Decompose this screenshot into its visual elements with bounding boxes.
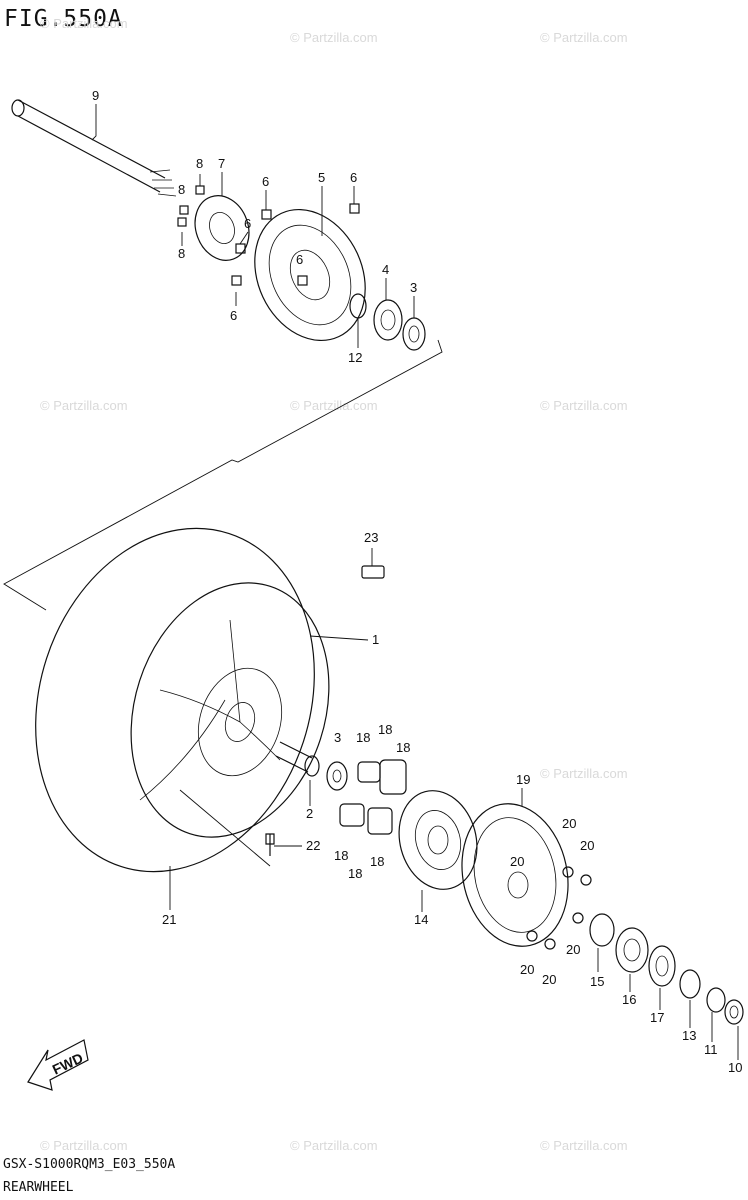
watermarks: © Partzilla.com © Partzilla.com © Partzi… (40, 16, 628, 1153)
rear-wheel-assembly (35, 527, 330, 873)
fwd-arrow-icon: FWD (27, 1039, 89, 1091)
callout-label: 18 (396, 740, 410, 755)
watermark: © Partzilla.com (40, 16, 128, 31)
brake-disc (254, 208, 366, 342)
callout-label: 12 (348, 350, 362, 365)
callout-label: 20 (510, 854, 524, 869)
callout-label: 9 (92, 88, 99, 103)
watermark: © Partzilla.com (290, 1138, 378, 1153)
callout-label: 18 (334, 848, 348, 863)
watermark: © Partzilla.com (40, 1138, 128, 1153)
model-code: GSX-S1000RQM3_E03_550A (3, 1157, 176, 1172)
callout-label: 3 (410, 280, 417, 295)
valve-and-weight (179, 565, 385, 867)
watermark: © Partzilla.com (540, 398, 628, 413)
callout-label: 8 (196, 156, 203, 171)
callout-label: 3 (334, 730, 341, 745)
rear-sprocket (461, 803, 569, 947)
callout-label: 15 (590, 974, 604, 989)
figure-title: FIG.550A (4, 6, 123, 32)
callout-label: 18 (348, 866, 362, 881)
callout-label: 17 (650, 1010, 664, 1025)
cush-dampers (339, 759, 407, 835)
callout-label: 7 (218, 156, 225, 171)
callout-label: 16 (622, 992, 636, 1007)
callout-label: 21 (162, 912, 176, 927)
callout-label: 11 (704, 1042, 718, 1057)
callout-label: 20 (520, 962, 534, 977)
callout-label: 4 (382, 262, 389, 277)
callout-label: 13 (682, 1028, 696, 1043)
callout-label: 6 (296, 252, 303, 267)
callout-label: 8 (178, 246, 185, 261)
callout-label: 2 (306, 806, 313, 821)
callout-label: 20 (566, 942, 580, 957)
callout-label: 19 (516, 772, 530, 787)
callout-label: 14 (414, 912, 428, 927)
callout-label: 18 (378, 722, 392, 737)
fwd-label: FWD (50, 1050, 86, 1078)
callout-label: 6 (244, 216, 251, 231)
sprocket-drum (398, 790, 478, 890)
section-name: REARWHEEL (3, 1180, 74, 1195)
sprocket-side-bearings (589, 913, 744, 1025)
brake-disc-bracket (194, 195, 250, 261)
callout-label: 20 (542, 972, 556, 987)
watermark: © Partzilla.com (540, 30, 628, 45)
leader-lines (91, 104, 739, 1060)
callout-label: 18 (370, 854, 384, 869)
callout-label: 10 (728, 1060, 742, 1075)
watermark: © Partzilla.com (540, 1138, 628, 1153)
watermark: © Partzilla.com (290, 398, 378, 413)
callout-label: 6 (262, 174, 269, 189)
callout-label: 6 (350, 170, 357, 185)
callout-label: 23 (364, 530, 378, 545)
rear-axle (11, 99, 177, 197)
watermark: © Partzilla.com (290, 30, 378, 45)
callout-label: 22 (306, 838, 320, 853)
watermark: © Partzilla.com (540, 766, 628, 781)
callout-label: 20 (580, 838, 594, 853)
sprocket-nuts (526, 866, 592, 950)
callout-label: 18 (356, 730, 370, 745)
callout-label: 5 (318, 170, 325, 185)
callout-labels: 1 2 3 3 4 5 6 6 6 6 6 7 8 8 8 9 10 11 12… (92, 88, 742, 1075)
callout-label: 1 (372, 632, 379, 647)
disc-bolts (177, 185, 360, 286)
watermark: © Partzilla.com (40, 398, 128, 413)
wheel-spacer (275, 741, 348, 791)
callout-label: 8 (178, 182, 185, 197)
callout-label: 20 (562, 816, 576, 831)
callout-label: 6 (230, 308, 237, 323)
